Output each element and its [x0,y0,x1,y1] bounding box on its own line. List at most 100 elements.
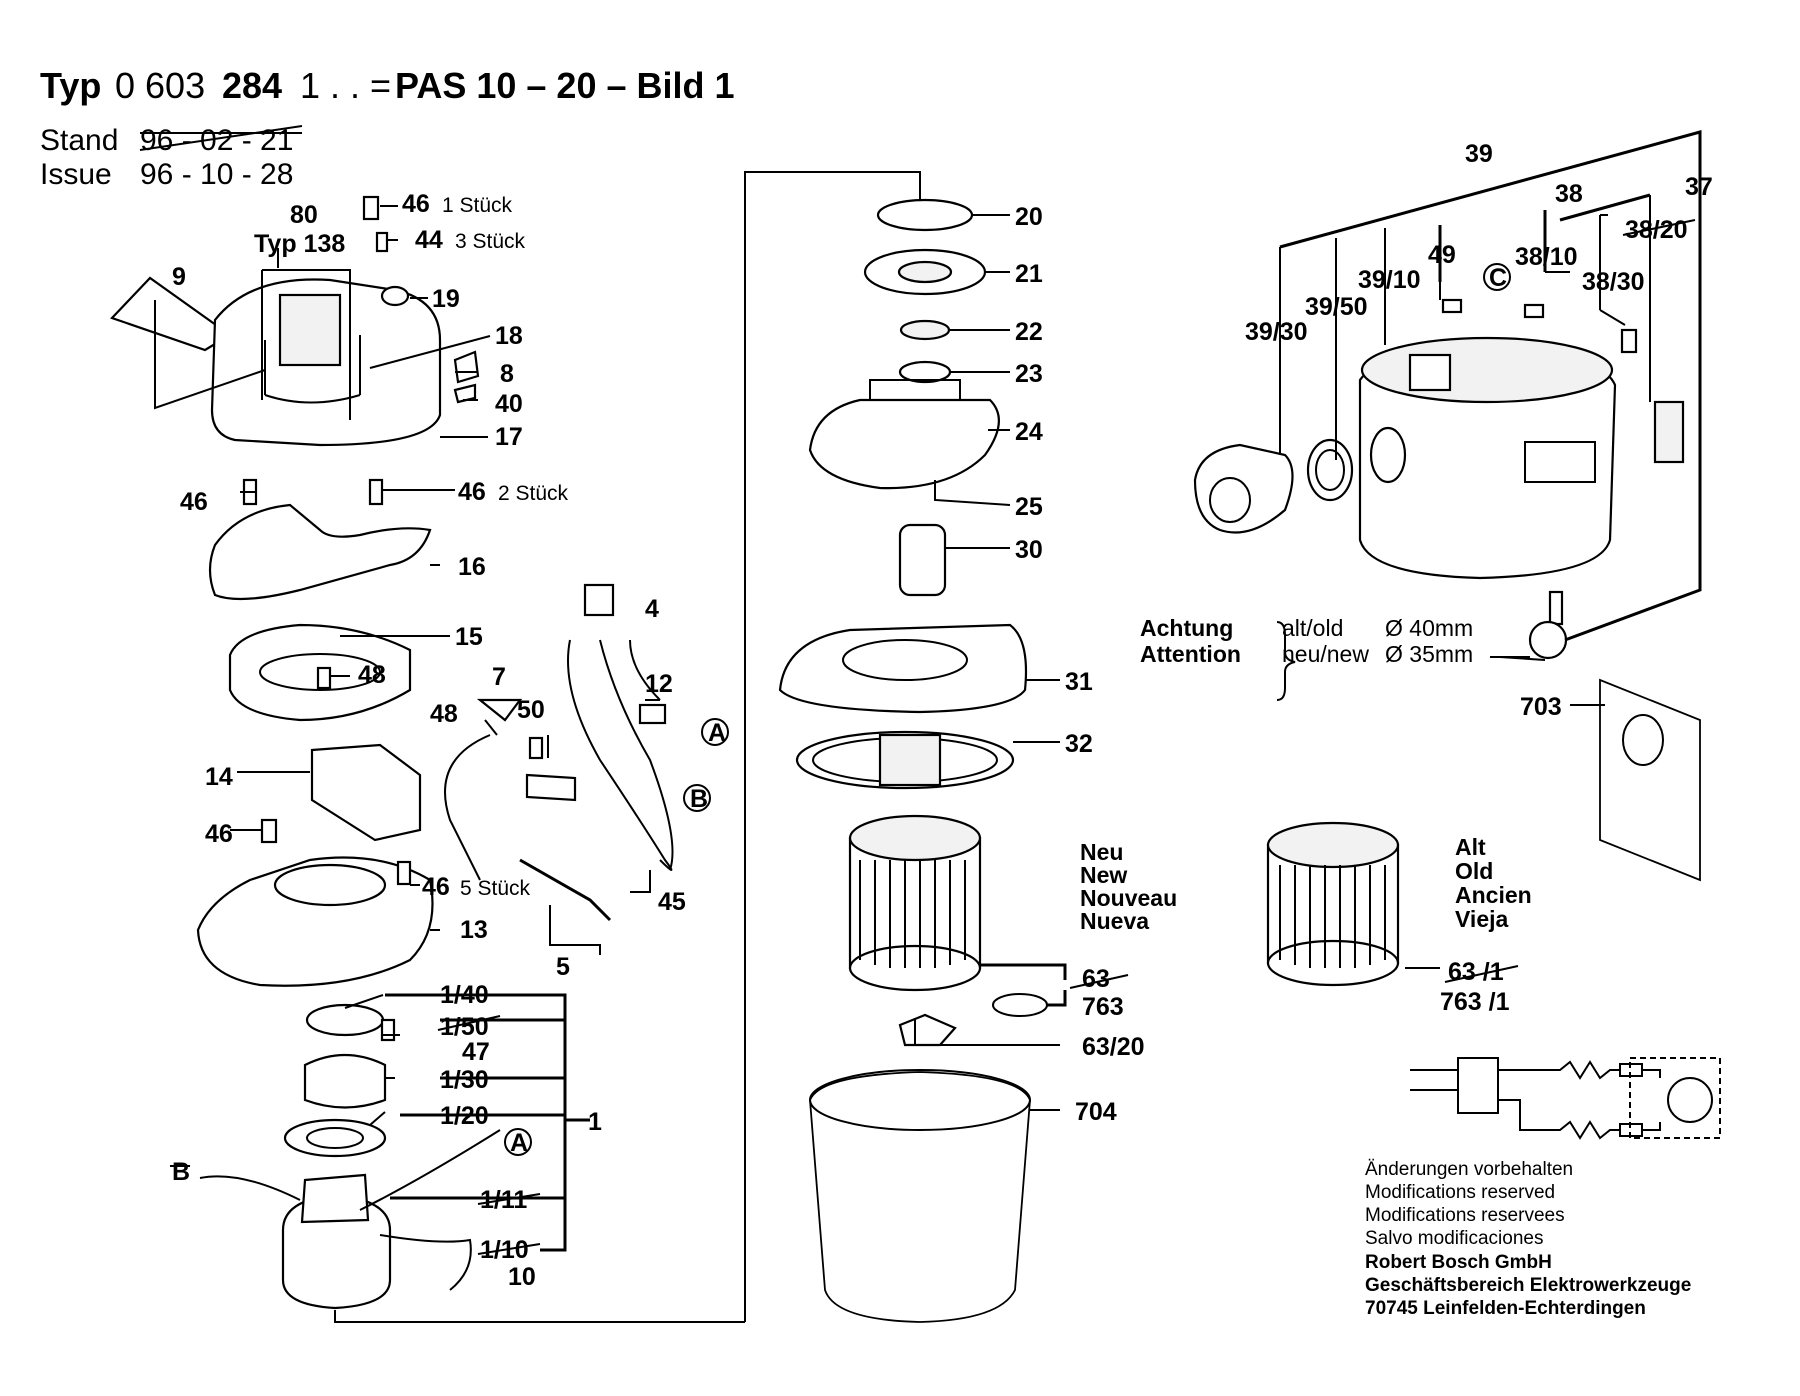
filter-old-top [1266,821,1400,869]
label-20: 20 [1015,203,1043,231]
part-24-float-cage [808,398,1000,490]
label-typ-138: Typ 138 [254,230,345,258]
label-40: 40 [495,390,523,418]
schematic-switch [1457,1057,1499,1114]
center-leader-lines [914,214,1067,1111]
stand-value: 96 - 02 - 21 [140,124,293,157]
label-39: 39 [1465,140,1493,168]
issue-value: 96 - 10 - 28 [140,158,293,191]
label-703: 703 [1520,693,1562,721]
label-46-e-qty: 5 Stück [460,877,531,900]
part-63-20-nut [898,1013,957,1047]
diagram-header: Typ 0 603 284 1 . . = PAS 10 – 20 – Bild… [40,65,735,191]
part-703-opening [1622,714,1664,766]
label-13: 13 [460,916,488,944]
label-704: 704 [1075,1098,1117,1126]
label-763-1: 763 /1 [1440,988,1510,1016]
footer-mod-es: Salvo modificaciones [1365,1228,1543,1249]
label-4: 4 [645,595,659,623]
label-5: 5 [556,953,570,981]
label-1-10-strike [477,1243,541,1255]
part-46-screw-base [396,860,412,886]
label-1-40: 1/40 [440,981,489,1009]
label-763: 763 [1082,993,1124,1021]
label-b-top: B [690,785,708,813]
attention-old-label: alt/old [1282,615,1343,641]
filter-new-bracket [980,963,1067,1007]
part-704-rim [809,1069,1031,1131]
title-number-c: 1 . . = [300,65,391,106]
part-45-leader [630,870,651,893]
group-1-leaders [344,994,400,1126]
label-46-a: 46 [402,190,430,218]
footer-mod-en: Modifications reserved [1365,1182,1555,1203]
part-49-screw [1441,298,1463,314]
label-23: 23 [1015,360,1043,388]
label-39-50: 39/50 [1305,293,1368,321]
filter-old-languages: Alt Old Ancien Vieja [1455,834,1532,932]
part-7-cable-clamp [476,698,523,722]
part-31-cage [878,733,942,787]
part-39-30-hose-elbow [1193,443,1294,534]
part-37-caster-stem [1548,590,1564,626]
part-763-ring [992,993,1048,1017]
filter-old-pleats [1279,865,1386,968]
label-1-30: 1/30 [440,1066,489,1094]
title-model: PAS 10 – 20 – Bild 1 [395,65,735,106]
label-19: 19 [432,285,460,313]
part-80-label [278,293,342,367]
label-46-c-qty: 2 Stück [498,482,569,505]
part-14-bracket [310,743,422,842]
filter-new-lang-3: Nouveau [1080,885,1177,911]
label-63-1-strike [1444,965,1519,983]
label-38-30: 38/30 [1582,268,1645,296]
part-31-opening [842,639,968,681]
label-63-strike [1069,974,1129,989]
part-46-screw-right [368,478,384,506]
label-24: 24 [1015,418,1043,446]
schematic-motor-frame [1629,1057,1721,1139]
connector-b-top [683,784,711,812]
label-38: 38 [1555,180,1583,208]
part-30-tube [898,523,947,597]
label-46-c: 46 [458,478,486,506]
right-leaders [1279,195,1651,460]
label-1-50-strike [437,1015,501,1031]
part-22-filter [899,319,951,341]
footer-address: 70745 Leinfelden-Echterdingen [1365,1298,1646,1319]
part-38-10-screw [1523,303,1545,319]
left-leaders-2 [154,248,351,420]
footer-company: Robert Bosch GmbH [1365,1252,1552,1273]
part-46-screw-mid [260,818,278,844]
label-15: 15 [455,623,483,651]
part-45-wires [567,639,674,871]
right-group-brackets [1279,130,1702,642]
wiring-schematic [1410,1057,1721,1140]
part-48-screw [316,666,332,690]
part-21-hub [897,260,953,284]
part-5-bracket [549,905,601,955]
part-37-caster-wheel [1528,620,1568,660]
label-9: 9 [172,263,186,291]
label-1-20: 1/20 [440,1102,489,1130]
label-45: 45 [658,888,686,916]
connector-a-bottom [504,1128,532,1156]
label-63: 63 [1082,965,1110,993]
label-63-1: 63 /1 [1448,958,1504,986]
label-46-e: 46 [422,873,450,901]
label-39-30: 39/30 [1245,318,1308,346]
part-1-20-gasket-hole [306,1127,364,1149]
part-24-top [869,379,961,400]
filter-new-pleats [859,860,966,968]
label-63-20: 63/20 [1082,1033,1145,1061]
footer-division: Geschäftsbereich Elektrowerkzeuge [1365,1275,1691,1296]
label-18: 18 [495,322,523,350]
attention-new-label: neu/new [1282,641,1369,667]
part-703-paper-bag [1599,678,1701,882]
footer-mod-de: Änderungen vorbehalten [1365,1159,1573,1180]
filter-new-top [848,814,982,862]
part-39-50-ring [1306,438,1354,502]
right-assembly [1193,298,1701,987]
left-assembly [110,195,674,1310]
